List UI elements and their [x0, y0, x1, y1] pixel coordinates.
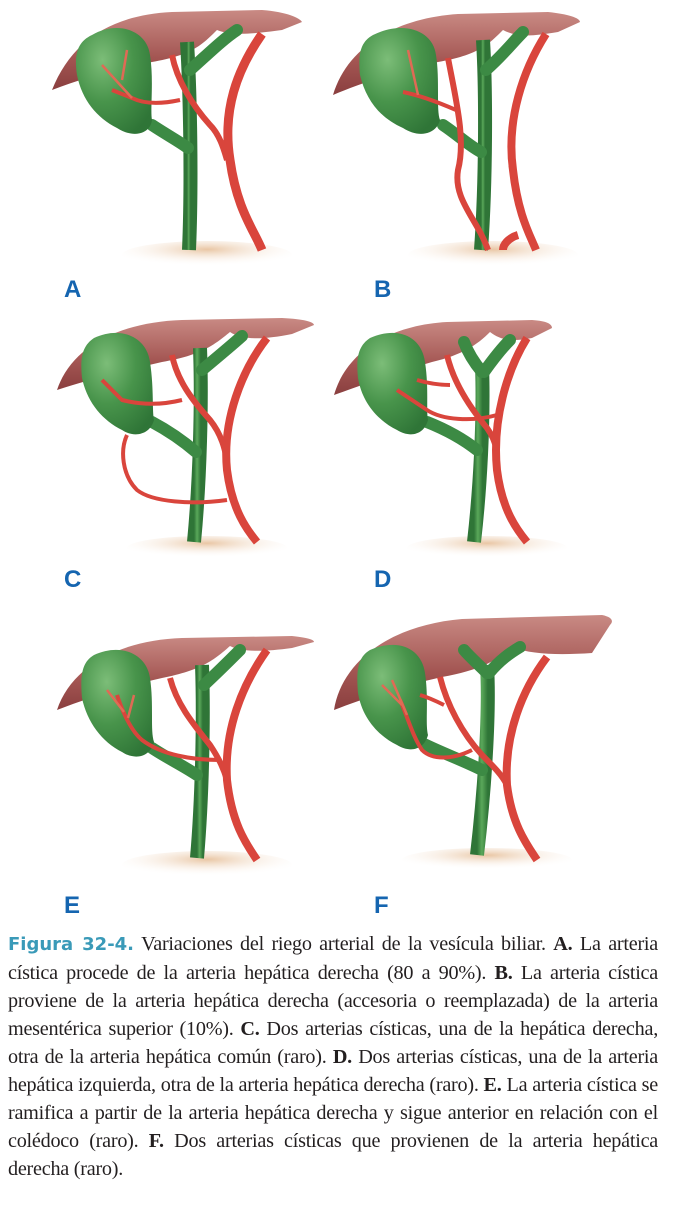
illustration-panel-c	[57, 318, 314, 560]
panel-c: C	[42, 310, 342, 610]
common-bile-duct	[180, 41, 198, 251]
cystic-artery-superior	[419, 693, 445, 707]
hepatic-artery-proper	[502, 654, 551, 863]
hepatic-artery-proper	[222, 647, 271, 863]
caption-letter-a: A.	[553, 933, 573, 955]
common-bile-duct	[190, 664, 210, 859]
replaced-right-hepatic-artery-from-sma	[445, 57, 491, 252]
caption-letter-e: E.	[483, 1074, 502, 1096]
caption-letter-b: B.	[494, 962, 513, 984]
cystic-duct	[146, 742, 203, 781]
illustration-panel-d	[334, 320, 567, 560]
duodenum-shape	[122, 851, 292, 879]
duodenum-shape	[122, 241, 292, 269]
cystic-artery	[111, 88, 181, 105]
illustration-panel-b	[333, 12, 580, 269]
hepatic-artery-proper	[222, 335, 271, 545]
cystic-artery-branches	[101, 49, 133, 99]
panel-f: F	[322, 605, 622, 919]
right-hepatic-artery	[444, 354, 500, 451]
hepatic-artery-proper	[223, 31, 267, 252]
figure-caption: Figura 32-4. Variaciones del riego arter…	[8, 930, 658, 1183]
caption-letter-d: D.	[332, 1046, 352, 1068]
panel-letter-c: C	[64, 566, 82, 593]
cystic-duct	[421, 416, 483, 456]
figure-label: Figura 32-4.	[8, 934, 135, 955]
left-hepatic-duct	[480, 26, 529, 76]
panel-letter-b: B	[374, 276, 392, 303]
hepatic-artery-proper	[499, 31, 550, 252]
caption-text-d: Dos arterias císticas, una de la arteria…	[8, 1046, 658, 1096]
right-hepatic-artery	[169, 354, 230, 461]
right-hepatic-artery	[167, 677, 230, 781]
duodenum-shape	[402, 848, 572, 872]
gallbladder-shape	[357, 332, 428, 435]
cystic-artery-left-hepatic	[416, 378, 451, 387]
caption-letter-c: C.	[240, 1018, 260, 1040]
caption-letter-f: F.	[148, 1130, 164, 1152]
cystic-artery-right-hepatic	[395, 388, 498, 422]
panel-d: D	[322, 310, 622, 610]
cystic-artery-common-hepatic	[121, 434, 228, 505]
panel-letter-e: E	[64, 892, 81, 919]
caption-text-c: Dos arterias císticas, una de la hepátic…	[8, 1018, 658, 1068]
panel-letter-f: F	[374, 892, 389, 919]
panel-a: A	[32, 0, 332, 303]
panel-b: B	[318, 0, 618, 303]
cystic-artery-branches	[381, 679, 409, 716]
illustration-panel-f	[334, 615, 612, 872]
panel-letter-a: A	[64, 276, 82, 303]
gallbladder-shape	[81, 332, 154, 435]
caption-text-f: Dos arterias císticas que provienen de l…	[8, 1130, 658, 1180]
cystic-duct	[146, 416, 202, 458]
duodenum-shape	[127, 536, 287, 560]
hepatic-ducts	[458, 334, 516, 378]
gallbladder-shape	[359, 27, 440, 134]
cystic-artery-branches	[406, 49, 420, 96]
caption-text-e: La arteria cística se ramifica a partir …	[8, 1074, 658, 1152]
duodenum-shape	[408, 241, 578, 269]
figure-title: Variaciones del riego arterial de la ves…	[141, 933, 546, 955]
caption-text-b: La arteria cística proviene de la arteri…	[8, 962, 658, 1040]
left-hepatic-duct	[198, 644, 246, 691]
panel-e: E	[42, 620, 342, 920]
right-hepatic-artery	[437, 676, 510, 787]
hepatic-ducts	[458, 641, 526, 679]
illustration-panel-e	[57, 636, 314, 879]
illustration-panel-a	[52, 10, 302, 269]
left-hepatic-duct	[184, 24, 243, 76]
cystic-artery-branches	[106, 689, 136, 719]
duodenum-shape	[407, 536, 567, 560]
panel-letter-d: D	[374, 566, 392, 593]
right-hepatic-artery	[169, 54, 230, 161]
gallbladder-shape	[75, 27, 152, 134]
cystic-artery-right-hepatic	[100, 378, 183, 406]
caption-text-a: La arteria cística procede de la arteria…	[8, 933, 658, 984]
cystic-duct	[146, 119, 194, 154]
common-bile-duct	[467, 364, 490, 543]
hepatic-artery-proper	[492, 335, 531, 545]
common-bile-duct	[474, 39, 493, 251]
cystic-artery	[402, 90, 457, 112]
left-hepatic-duct	[196, 330, 248, 376]
